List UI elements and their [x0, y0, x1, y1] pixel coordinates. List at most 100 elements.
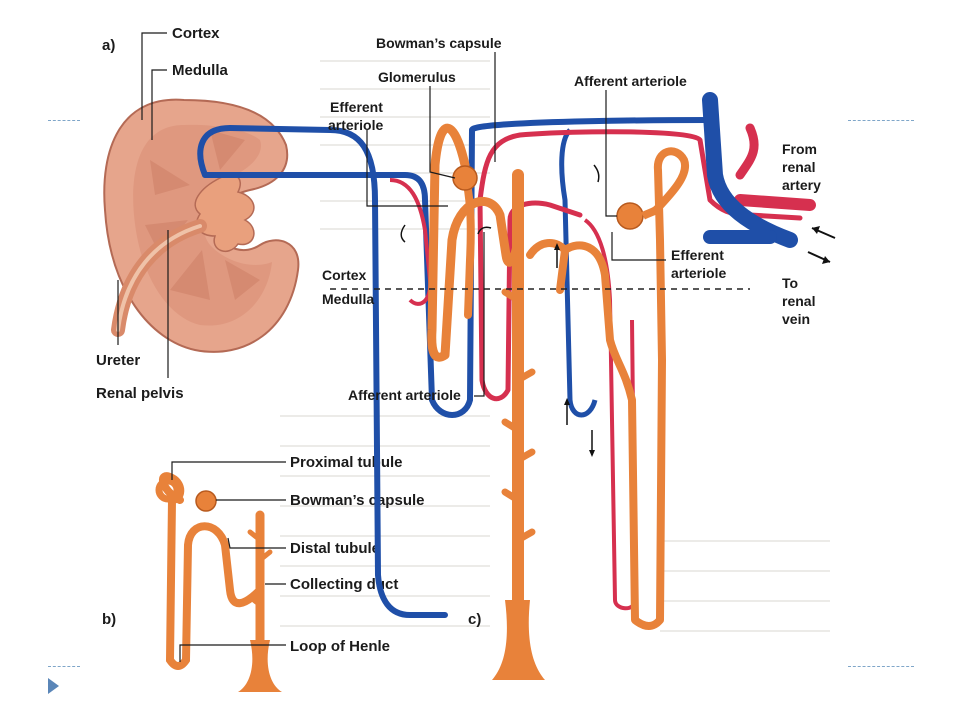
- nephron-1-tubule: [427, 123, 523, 362]
- page-text-line: [280, 535, 490, 537]
- label-afferent-arteriole-top: Afferent arteriole: [574, 73, 687, 89]
- inflow-arrow-head: [812, 226, 820, 234]
- leader-line: [171, 461, 286, 480]
- leader-line: [141, 32, 167, 120]
- panel-c-labels: c) Bowman’s capsule Glomerulus Efferent …: [322, 35, 821, 628]
- leader-line: [366, 130, 448, 207]
- duct-branch: [247, 594, 263, 608]
- vasa-recta-artery: [583, 218, 638, 611]
- capillary-loop: [389, 178, 433, 306]
- leader-line: [429, 86, 456, 179]
- glomerulus-1: [452, 165, 478, 191]
- label-bowmans-capsule-c: Bowman’s capsule: [376, 35, 502, 51]
- page-text-line: [320, 144, 490, 146]
- renal-pelvis-shape: [194, 174, 255, 253]
- label-cortex-boundary: Cortex: [322, 267, 367, 283]
- page-text-line: [280, 505, 490, 507]
- leader-line: [151, 69, 167, 140]
- outflow-arrow-head: [822, 256, 830, 264]
- flow-arrow-head: [564, 398, 570, 405]
- leader-line: [227, 537, 286, 549]
- ureter-highlight: [116, 224, 202, 332]
- figure-panel: a) Cortex Medulla Ureter Renal pelvis b: [60, 0, 840, 700]
- leader-line: [605, 90, 617, 217]
- duct-branch: [514, 448, 536, 464]
- duct-branches-b: [247, 529, 273, 608]
- label-efferent-arteriole-top-2: arteriole: [328, 117, 383, 133]
- page-text-line: [280, 445, 490, 447]
- label-efferent-arteriole-right-2: arteriole: [671, 265, 726, 281]
- renal-artery-branch: [477, 129, 803, 402]
- renal-pyramid: [210, 130, 245, 170]
- flow-arrow-head: [589, 450, 595, 457]
- leader-line: [474, 232, 485, 397]
- label-from-renal-artery-3: artery: [782, 177, 821, 193]
- label-afferent-arteriole-bottom: Afferent arteriole: [348, 387, 461, 403]
- duct-branch: [501, 488, 522, 504]
- collecting-duct-b-flare: [238, 640, 282, 692]
- label-cortex-kidney: Cortex: [172, 25, 220, 42]
- leader-line: [179, 644, 286, 662]
- label-proximal-tubule: Proximal tubule: [290, 454, 403, 471]
- page-text-line: [320, 116, 490, 118]
- label-medulla-boundary: Medulla: [322, 291, 374, 307]
- panel-a-letter: a): [102, 37, 115, 54]
- duct-branch: [257, 549, 273, 563]
- label-from-renal-artery-2: renal: [782, 159, 815, 175]
- page-text-line: [320, 228, 490, 230]
- nephron-2-tubule: [556, 147, 690, 630]
- label-efferent-arteriole-right-1: Efferent: [671, 247, 724, 263]
- duct-branch: [514, 528, 536, 544]
- bowmans-capsule-b: [195, 490, 217, 512]
- label-to-renal-vein-2: renal: [782, 293, 815, 309]
- page-text-line: [660, 630, 830, 632]
- vasa-recta-vein: [559, 128, 598, 418]
- leader-line: [611, 232, 666, 261]
- renal-vein-branch: [197, 117, 713, 618]
- flow-arrow: [477, 226, 492, 235]
- duct-branches-c: [501, 288, 536, 544]
- page-text-line: [660, 600, 830, 602]
- page-text-line: [320, 60, 490, 62]
- kidney-cross-section: [103, 98, 300, 353]
- label-medulla-kidney: Medulla: [172, 62, 228, 79]
- page-text-line: [660, 570, 830, 572]
- simple-nephron: [155, 472, 282, 692]
- label-glomerulus: Glomerulus: [378, 69, 456, 85]
- label-to-renal-vein-1: To: [782, 275, 798, 291]
- flow-arrow-head: [554, 243, 560, 250]
- flow-arrow: [400, 224, 406, 243]
- page-text-line: [320, 88, 490, 90]
- nephron-diagram: a) Cortex Medulla Ureter Renal pelvis b: [96, 25, 836, 692]
- label-bowmans-capsule-b: Bowman’s capsule: [290, 492, 425, 509]
- label-efferent-arteriole-top-1: Efferent: [330, 99, 383, 115]
- label-distal-tubule: Distal tubule: [290, 540, 380, 557]
- duct-branch: [501, 288, 522, 304]
- panel-a-labels: a) Cortex Medulla Ureter Renal pelvis: [96, 25, 228, 402]
- flow-arrow: [593, 164, 600, 183]
- renal-pyramid: [170, 250, 210, 300]
- detailed-nephron: [197, 92, 836, 680]
- proximal-tubule-coil-b: [155, 477, 181, 503]
- panel-c-letter: c): [468, 611, 481, 628]
- panel-b-letter: b): [102, 611, 116, 628]
- collecting-duct-c-flare: [492, 600, 545, 680]
- renal-pyramid: [225, 260, 260, 300]
- slide-bottom-left-rule: [48, 666, 80, 667]
- duct-branch: [247, 529, 263, 543]
- page-text-line: [280, 625, 490, 627]
- label-loop-of-henle: Loop of Henle: [290, 638, 390, 655]
- label-renal-pelvis: Renal pelvis: [96, 385, 184, 402]
- renal-artery-end: [735, 123, 759, 180]
- label-to-renal-vein-3: vein: [782, 311, 810, 327]
- renal-pyramid: [150, 160, 190, 195]
- slide-top-left-rule: [48, 120, 80, 121]
- nephron-2-ascending: [526, 239, 569, 259]
- page-text-line: [280, 475, 490, 477]
- label-ureter: Ureter: [96, 352, 140, 369]
- duct-branch: [514, 368, 536, 384]
- page-text-line: [660, 540, 830, 542]
- label-from-renal-artery-1: From: [782, 141, 817, 157]
- glomerulus-2-neck: [641, 205, 662, 220]
- nephron-1-proximal: [461, 171, 475, 319]
